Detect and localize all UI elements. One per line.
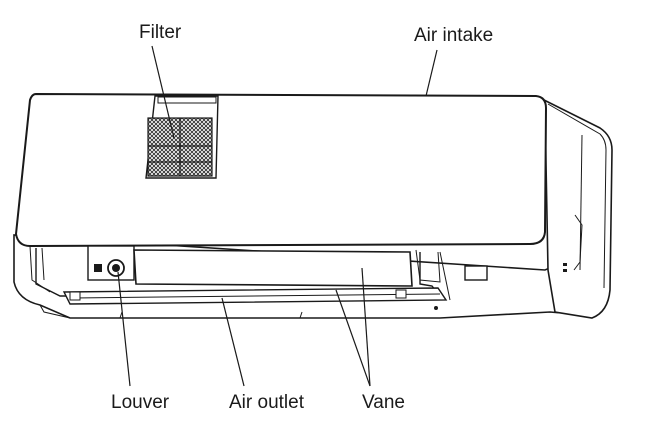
front-panel (14, 92, 548, 248)
air-outlet-leader (221, 297, 245, 387)
vane-panel (133, 249, 413, 287)
louver-label: Louver (111, 392, 170, 413)
vane-leader-2 (361, 267, 371, 387)
unit-side-panel (538, 96, 613, 319)
air-intake-leader (425, 49, 438, 97)
leader-lines (117, 45, 438, 387)
louver-leader (117, 271, 131, 387)
filter-mesh (147, 117, 213, 177)
air-intake-label: Air intake (414, 25, 494, 46)
vane-label: Vane (362, 392, 405, 413)
vane-leader-1 (335, 289, 371, 387)
air-outlet-label: Air outlet (229, 392, 304, 413)
filter-label: Filter (139, 22, 182, 43)
display-window (464, 265, 488, 281)
filter-leader (151, 45, 175, 139)
